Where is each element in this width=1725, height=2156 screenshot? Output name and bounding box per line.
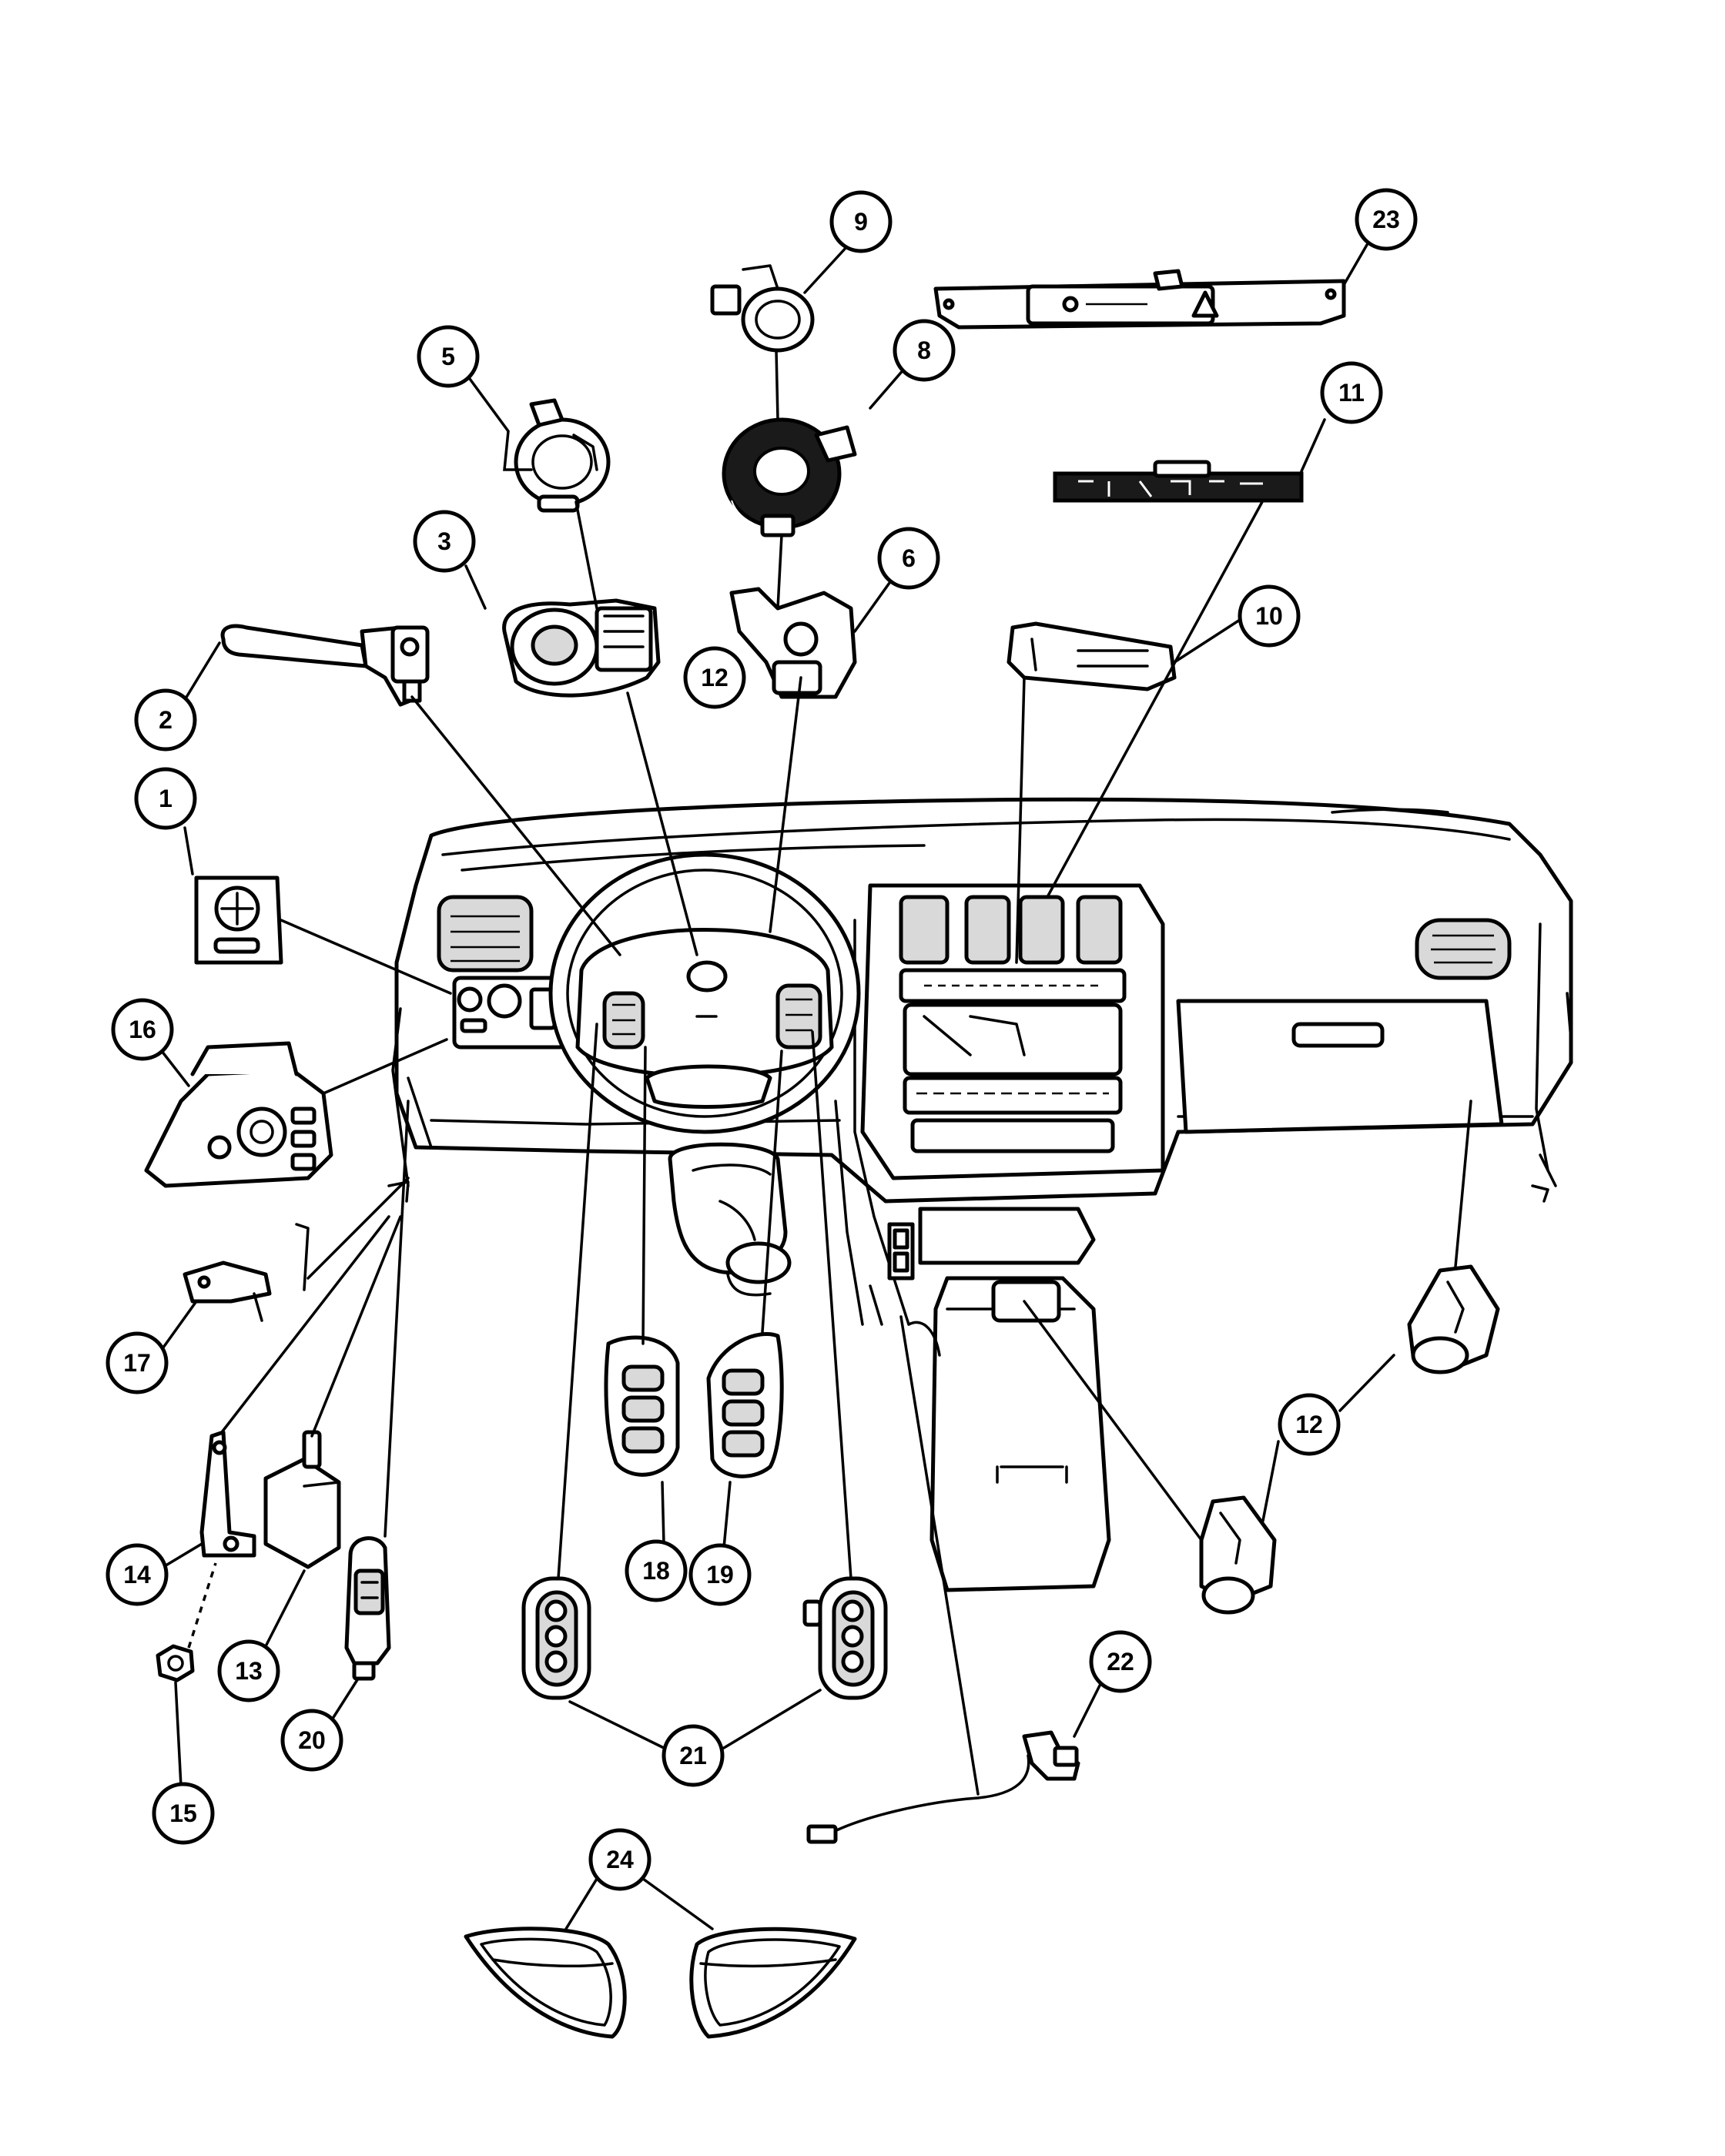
- part-22-wiring: [806, 1730, 1080, 1844]
- part-16-headlamp-switch: [144, 1041, 333, 1188]
- callout-bubbles: 1 2 3 5 6 8 9 10 11 12 12 13 14 15 16 17…: [106, 188, 1418, 1891]
- callout-19: 19: [688, 1543, 752, 1606]
- callout-label: 12: [701, 664, 729, 691]
- callout-label: 5: [441, 343, 455, 370]
- callout-18: 18: [625, 1539, 688, 1602]
- part-12-sensor-upper: [1407, 1264, 1500, 1374]
- callout-12-upper: 12: [683, 646, 746, 709]
- callout-1: 1: [134, 767, 197, 830]
- callout-label: 22: [1107, 1648, 1134, 1676]
- callout-label: 16: [129, 1016, 156, 1043]
- callout-label: 12: [1295, 1411, 1323, 1438]
- callout-21: 21: [662, 1724, 725, 1787]
- callout-label: 15: [169, 1799, 197, 1827]
- callout-label: 14: [123, 1561, 151, 1589]
- callout-3: 3: [413, 510, 476, 573]
- callout-label: 2: [159, 706, 172, 734]
- callout-13: 13: [217, 1639, 280, 1702]
- callout-5: 5: [417, 325, 480, 388]
- part-19-switch-pad: [706, 1331, 784, 1478]
- leader-lines: [160, 243, 1472, 1930]
- part-8-coil: [722, 417, 857, 537]
- part-9-ring: [710, 264, 815, 353]
- part-11-switch-strip: [1053, 460, 1304, 503]
- part-2-multifunction-switch: [220, 624, 430, 707]
- part-24-trim-bezel-left: [464, 1927, 627, 2039]
- callout-label: 24: [606, 1846, 634, 1873]
- part-21-switch-bezel-left: [521, 1576, 591, 1700]
- callout-label: 9: [854, 208, 868, 236]
- callout-9: 9: [829, 190, 893, 253]
- part-17-bracket: [183, 1223, 310, 1322]
- callout-15: 15: [152, 1782, 215, 1845]
- callout-label: 23: [1372, 206, 1400, 233]
- steering-wheel: [548, 852, 861, 1134]
- part-1-mirror-switch: [194, 875, 283, 965]
- part-13-stop-lamp-switch: [263, 1430, 341, 1569]
- part-15-nut: [156, 1644, 195, 1682]
- callout-11: 11: [1320, 361, 1383, 424]
- floor-console: [869, 1207, 1111, 1592]
- callout-20: 20: [280, 1709, 343, 1772]
- callout-2: 2: [134, 688, 197, 752]
- callout-label: 11: [1338, 379, 1365, 407]
- part-18-switch-pad: [604, 1335, 680, 1477]
- callout-label: 21: [679, 1742, 707, 1769]
- part-24-trim-bezel-right: [689, 1927, 857, 2039]
- callout-label: 10: [1255, 602, 1283, 630]
- callout-16: 16: [111, 998, 174, 1061]
- callout-10: 10: [1238, 584, 1301, 648]
- part-10-switch-bank: [1007, 621, 1177, 691]
- part-20-switch: [344, 1536, 391, 1681]
- part-5-clockspring: [514, 398, 611, 513]
- callout-label: 1: [159, 785, 172, 812]
- part-12-sensor-lower: [1199, 1495, 1277, 1615]
- callout-label: 6: [902, 544, 916, 572]
- callout-8: 8: [893, 319, 956, 382]
- callout-label: 8: [917, 336, 931, 364]
- part-21-switch-bezel-right: [802, 1576, 888, 1700]
- callout-24: 24: [588, 1828, 651, 1891]
- callout-label: 19: [706, 1561, 734, 1589]
- part-14-bracket: [199, 1430, 256, 1558]
- callout-label: 13: [235, 1657, 263, 1685]
- callout-label: 17: [123, 1349, 151, 1377]
- part-23-console-plate: [933, 269, 1346, 330]
- callout-17: 17: [106, 1331, 169, 1394]
- part-3-clockspring: [502, 598, 661, 698]
- callout-22: 22: [1089, 1630, 1152, 1693]
- part-6-ignition-switch: [729, 587, 857, 699]
- callout-12-lower: 12: [1278, 1393, 1341, 1456]
- callout-label: 20: [298, 1726, 326, 1754]
- callout-14: 14: [106, 1543, 169, 1606]
- callout-6: 6: [877, 527, 940, 590]
- callout-label: 18: [642, 1557, 670, 1585]
- callout-label: 3: [437, 527, 451, 555]
- callout-23: 23: [1355, 188, 1418, 251]
